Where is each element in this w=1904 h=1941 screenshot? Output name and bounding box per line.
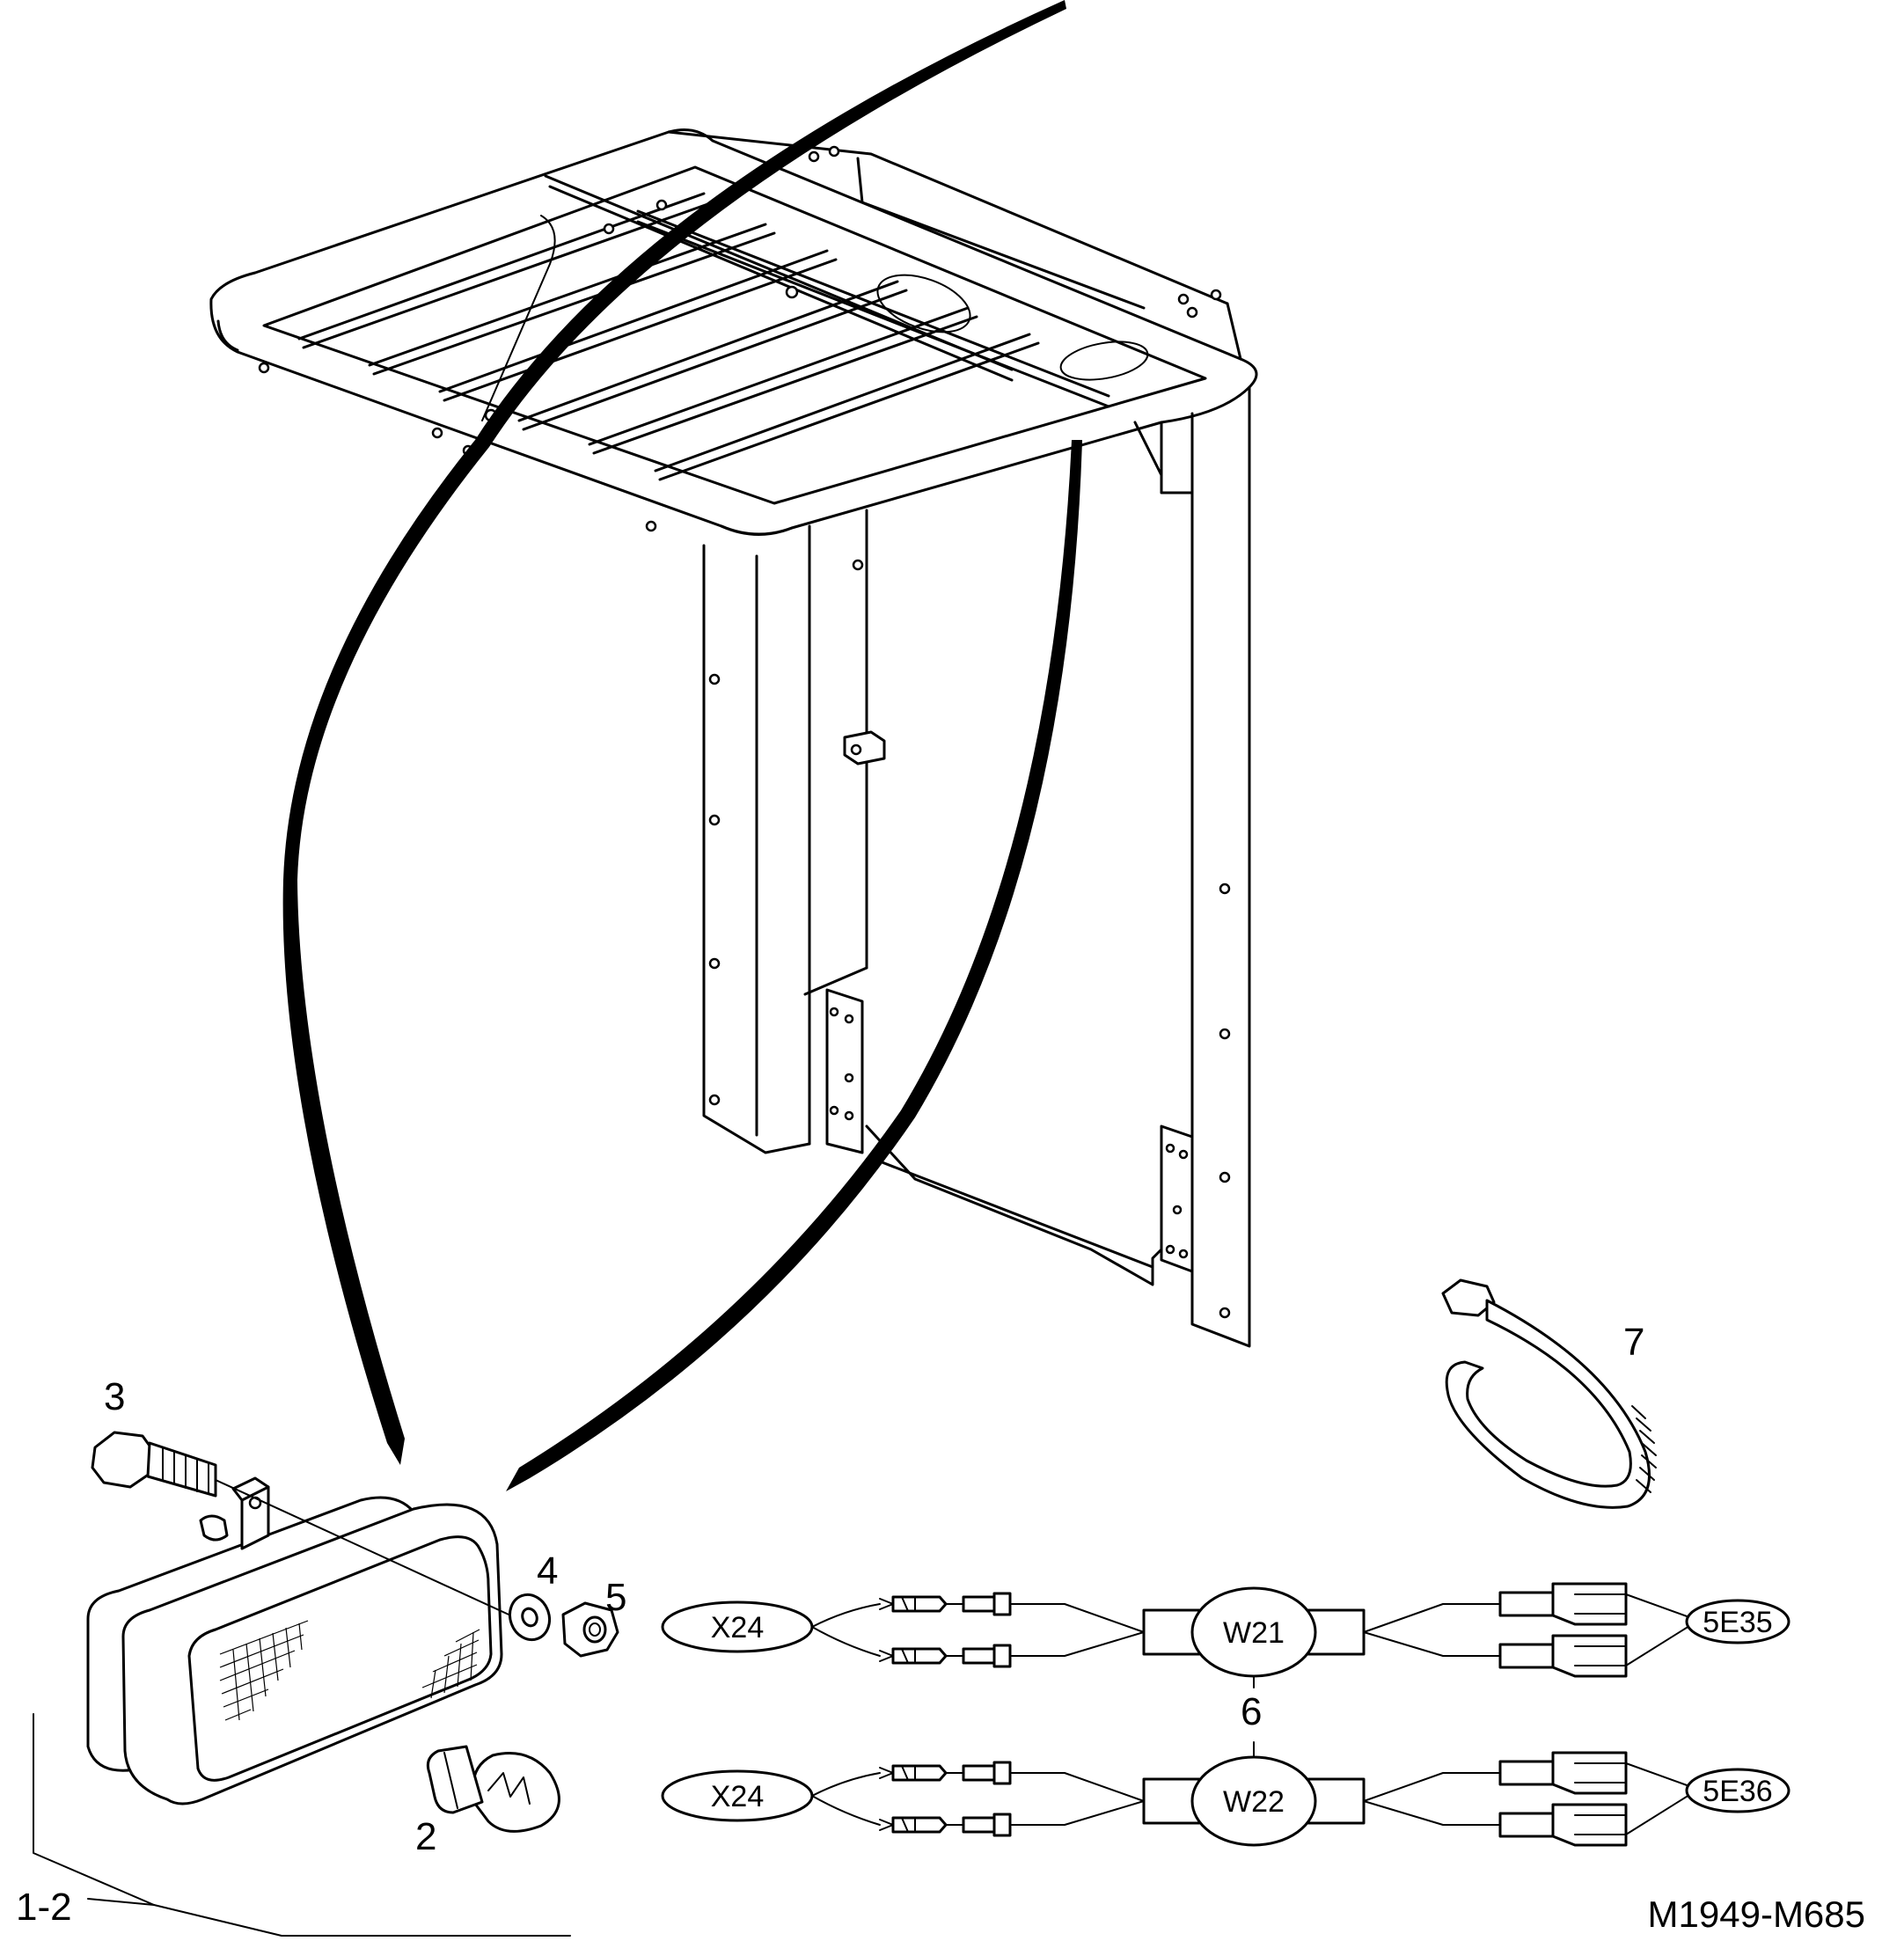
nut: [561, 1601, 619, 1658]
tag-w22: W22: [1223, 1785, 1285, 1819]
callout-3: 3: [104, 1375, 125, 1418]
callout-2: 2: [415, 1815, 436, 1858]
callout-1-2: 1-2: [16, 1886, 72, 1929]
harness-w22: [661, 1751, 1790, 1847]
tag-5e36: 5E36: [1703, 1775, 1772, 1808]
roof-frame: [209, 128, 1258, 536]
work-lamp: [86, 1476, 503, 1805]
assembly-bracket-line: [33, 1713, 571, 1937]
callout-7: 7: [1623, 1321, 1644, 1364]
harness-w21: [661, 1582, 1790, 1678]
bulb: [426, 1745, 560, 1833]
lens-hatching: [219, 1620, 480, 1721]
tag-w21: W21: [1223, 1616, 1285, 1650]
tag-x24-lower: X24: [711, 1780, 765, 1813]
callout-5: 5: [605, 1576, 626, 1619]
tag-x24-upper: X24: [711, 1611, 765, 1644]
callout-6: 6: [1241, 1690, 1262, 1733]
cable-tie: [1441, 1278, 1657, 1509]
tag-5e35: 5E35: [1703, 1606, 1772, 1639]
drawing-id: M1949-M685: [1648, 1893, 1865, 1935]
washer: [508, 1593, 552, 1642]
bolt: [91, 1431, 529, 1624]
cab-pillars: [702, 385, 1251, 1348]
leader-arrows: [282, 0, 1082, 1491]
callout-4: 4: [537, 1549, 558, 1593]
